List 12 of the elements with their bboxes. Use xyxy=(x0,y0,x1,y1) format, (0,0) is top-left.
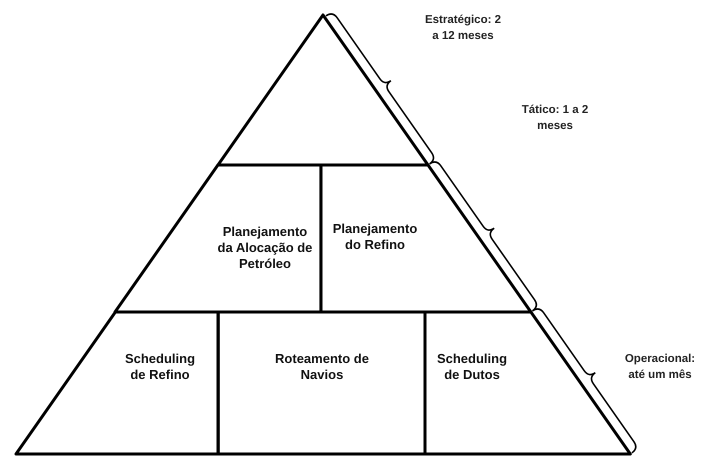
pyramid-cell xyxy=(321,165,531,312)
cell-label: Planejamento do Refino xyxy=(332,221,418,253)
tier-label: Tático: 1 a 2 meses xyxy=(520,103,590,134)
cell-label: Scheduling de Dutos xyxy=(436,351,508,383)
pyramid-cell xyxy=(115,165,321,312)
cell-label: Planejamento da Alocação de Petróleo xyxy=(216,224,313,272)
tier-label: Operacional: até um mês xyxy=(624,352,696,383)
cell-label: Scheduling de Refino xyxy=(124,351,196,383)
pyramid-cell xyxy=(218,312,425,454)
tier-label: Estratégico: 2 a 12 meses xyxy=(424,13,502,44)
pyramid-cell xyxy=(16,312,218,454)
cell-label: Roteamento de Navios xyxy=(274,351,370,383)
